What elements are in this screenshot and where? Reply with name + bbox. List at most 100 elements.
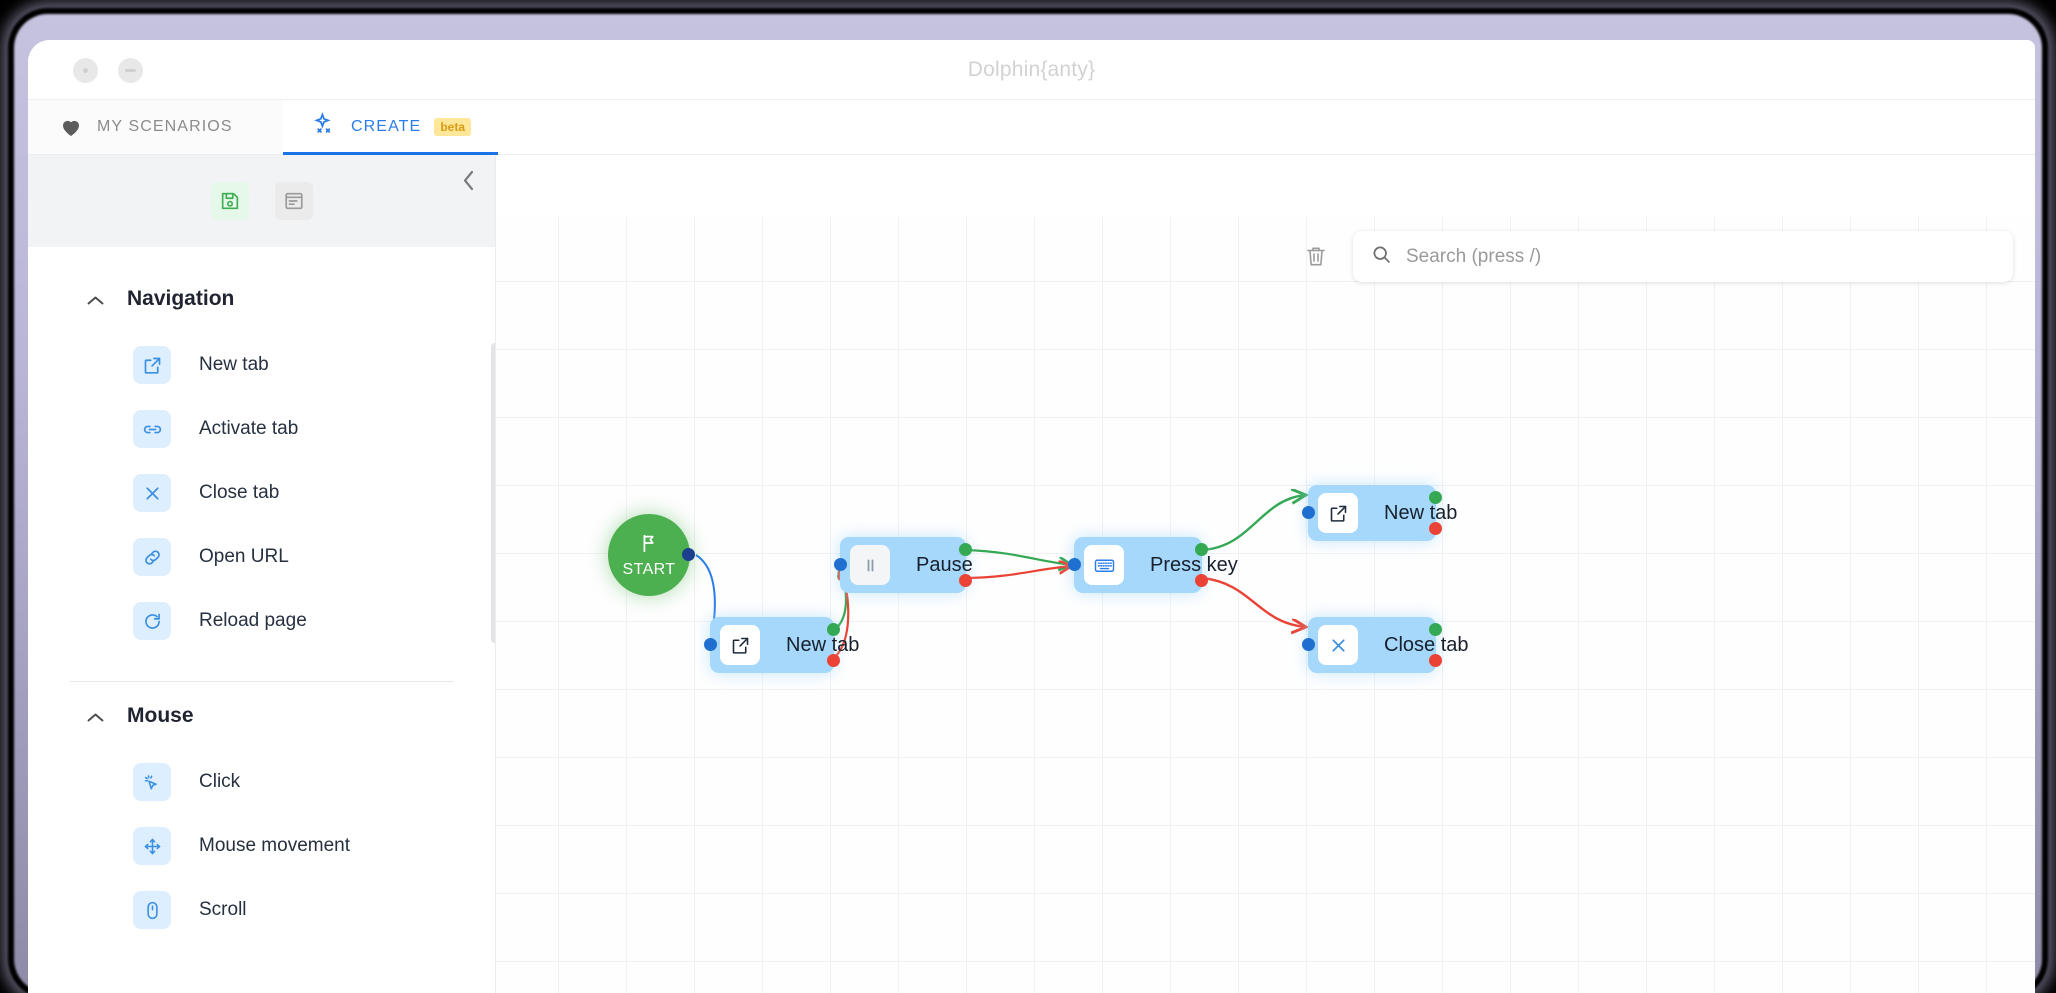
title-bar: Dolphin{anty}	[28, 40, 2035, 100]
sidebar-item-close-tab[interactable]: Close tab	[28, 461, 495, 525]
close-x-icon	[1318, 625, 1358, 665]
sidebar-item-mouse-movement[interactable]: Mouse movement	[28, 814, 495, 878]
save-icon	[221, 192, 238, 210]
beta-badge: beta	[434, 117, 471, 137]
flow-canvas-grid[interactable]: START New tab	[496, 217, 2035, 993]
flow-node-new-tab-1[interactable]: New tab	[704, 617, 859, 673]
sidebar-item-click-label: Click	[199, 771, 241, 792]
flow-edges	[695, 217, 2035, 659]
actions-sidebar: Navigation New tab	[28, 155, 496, 993]
keyboard-icon	[1084, 545, 1124, 585]
sidebar-item-activate-tab[interactable]: Activate tab	[28, 397, 495, 461]
notes-button[interactable]	[274, 182, 313, 220]
flow-node-error-port[interactable]	[1429, 654, 1442, 667]
flow-node-pause[interactable]: Pause	[834, 537, 973, 593]
sidebar-group-navigation-header[interactable]: Navigation	[28, 265, 495, 333]
flow-node-close-tab-label: Close tab	[1384, 633, 1469, 656]
notes-icon	[284, 192, 303, 210]
sidebar-group-navigation: Navigation New tab	[28, 265, 495, 682]
flow-node-new-tab-2[interactable]: New tab	[1302, 485, 1457, 541]
sidebar-item-activate-tab-label: Activate tab	[199, 418, 299, 439]
flow-node-input-port[interactable]	[1302, 638, 1315, 651]
flow-node-success-port[interactable]	[1429, 491, 1442, 504]
sidebar-group-mouse-title: Mouse	[127, 704, 194, 727]
sidebar-item-close-tab-label: Close tab	[199, 482, 280, 503]
trash-icon	[1307, 247, 1325, 265]
move-arrows-icon	[133, 827, 171, 865]
sidebar-item-new-tab-label: New tab	[199, 354, 269, 375]
chevron-up-icon	[86, 710, 105, 727]
flow-node-start-output-port[interactable]	[682, 548, 695, 561]
sidebar-item-scroll-label: Scroll	[199, 899, 247, 920]
sidebar-item-scroll[interactable]: Scroll	[28, 878, 495, 942]
canvas-toolbar	[1301, 231, 2013, 282]
flow-node-input-port[interactable]	[1068, 558, 1081, 571]
chevron-up-icon	[86, 293, 105, 310]
sidebar-item-reload-page[interactable]: Reload page	[28, 589, 495, 653]
sidebar-item-reload-page-label: Reload page	[199, 610, 307, 631]
sidebar-item-click[interactable]: Click	[28, 750, 495, 814]
window-controls	[73, 58, 143, 83]
window-title: Dolphin{anty}	[967, 58, 1096, 81]
sidebar-group-mouse-header[interactable]: Mouse	[28, 682, 495, 750]
sidebar-group-mouse: Mouse Click	[28, 682, 495, 942]
flow-node-error-port[interactable]	[1195, 574, 1208, 587]
flow-node-error-port[interactable]	[1429, 522, 1442, 535]
tab-create-label: CREATE	[351, 118, 422, 135]
tab-create[interactable]: CREATE beta	[283, 100, 498, 155]
tab-my-scenarios-label: MY SCENARIOS	[97, 118, 233, 135]
search-input[interactable]	[1406, 245, 1995, 268]
reload-icon	[133, 602, 171, 640]
flow-node-success-port[interactable]	[827, 623, 840, 636]
chain-link-icon	[133, 538, 171, 576]
flow-node-error-port[interactable]	[827, 654, 840, 667]
save-scenario-button[interactable]	[210, 182, 249, 220]
edge-press-key-ok-to-new-tab	[1201, 495, 1306, 552]
flag-icon	[638, 532, 660, 559]
flow-node-new-tab-2-label: New tab	[1384, 501, 1458, 524]
external-link-icon	[720, 625, 760, 665]
flow-node-press-key-label: Press key	[1150, 553, 1238, 576]
sidebar-toolbar	[28, 155, 495, 247]
sidebar-item-open-url[interactable]: Open URL	[28, 525, 495, 589]
sidebar-divider	[70, 681, 453, 682]
external-link-icon	[1318, 493, 1358, 533]
flow-node-pause-label: Pause	[916, 553, 973, 576]
flow-node-input-port[interactable]	[834, 558, 847, 571]
flow-node-start[interactable]: START	[608, 514, 695, 596]
sidebar-item-mouse-movement-label: Mouse movement	[199, 835, 351, 856]
heart-icon	[58, 115, 84, 139]
sidebar-item-new-tab[interactable]: New tab	[28, 333, 495, 397]
sidebar-collapse-button[interactable]	[453, 165, 483, 195]
main-area: Navigation New tab	[28, 155, 2035, 993]
link-horizontal-icon	[133, 410, 171, 448]
search-icon	[1371, 244, 1392, 270]
sidebar-scrollbar[interactable]	[491, 343, 495, 643]
search-box[interactable]	[1353, 231, 2013, 282]
flow-node-success-port[interactable]	[1195, 543, 1208, 556]
tab-my-scenarios[interactable]: MY SCENARIOS	[28, 100, 283, 154]
flow-node-input-port[interactable]	[1302, 506, 1315, 519]
window-minimize-button[interactable]	[118, 58, 143, 83]
sidebar-item-open-url-label: Open URL	[199, 546, 289, 567]
sparkle-icon	[313, 112, 338, 142]
edge-pause-err-to-press-key	[965, 566, 1072, 580]
scroll-icon	[133, 891, 171, 929]
cursor-click-icon	[133, 763, 171, 801]
minimize-icon	[125, 69, 136, 72]
flow-node-success-port[interactable]	[959, 543, 972, 556]
external-link-icon	[133, 346, 171, 384]
sidebar-scroll-area[interactable]: Navigation New tab	[28, 247, 495, 993]
edge-press-key-err-to-close-tab	[1201, 576, 1306, 627]
flow-node-press-key[interactable]: Press key	[1068, 537, 1238, 593]
flow-node-start-label: START	[622, 560, 676, 578]
flow-node-input-port[interactable]	[704, 638, 717, 651]
flow-node-success-port[interactable]	[1429, 623, 1442, 636]
window-close-button[interactable]	[73, 58, 98, 83]
chevron-left-icon	[463, 170, 473, 190]
delete-button[interactable]	[1301, 242, 1331, 272]
flow-node-close-tab[interactable]: Close tab	[1302, 617, 1469, 673]
flow-node-error-port[interactable]	[959, 574, 972, 587]
flow-node-new-tab-1-label: New tab	[786, 633, 860, 656]
